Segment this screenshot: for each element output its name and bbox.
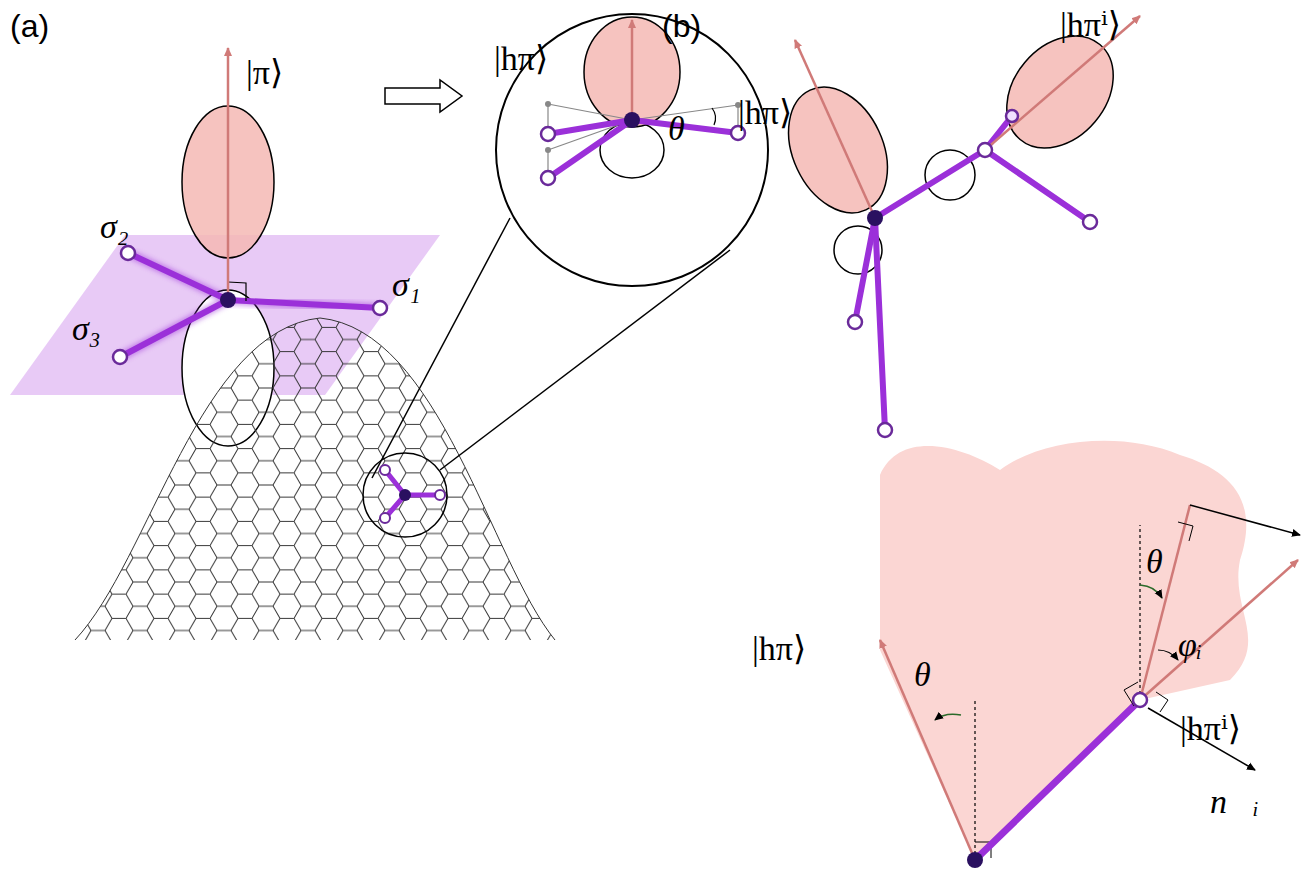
pi-axis <box>227 48 230 300</box>
panel-letter: (b) <box>662 10 701 42</box>
panel-letter: (a) <box>10 10 49 42</box>
vector-label: n⃗ᵢ <box>1210 785 1259 819</box>
state-label: |hπ⟩ <box>738 96 792 130</box>
state-label: |hπ⟩ <box>494 42 548 76</box>
angle-label: θ <box>1146 545 1163 579</box>
state-label: |hπⁱ⟩ <box>1060 8 1121 42</box>
bond-label: σ₁ <box>392 268 421 302</box>
angle-label: θ <box>668 112 685 146</box>
state-label: |hπⁱ⟩ <box>1180 712 1241 746</box>
state-label: |π⟩ <box>246 56 283 90</box>
bond-label: σ₂ <box>100 210 129 244</box>
orbital-region <box>880 441 1248 860</box>
angle-label: θ <box>914 658 931 692</box>
bond-label: σ₃ <box>72 312 101 346</box>
angle-label: φᵢ <box>1178 628 1202 662</box>
transform-arrow <box>385 80 462 112</box>
state-label: |hπ⟩ <box>752 632 806 666</box>
graphene-cap <box>75 318 555 640</box>
